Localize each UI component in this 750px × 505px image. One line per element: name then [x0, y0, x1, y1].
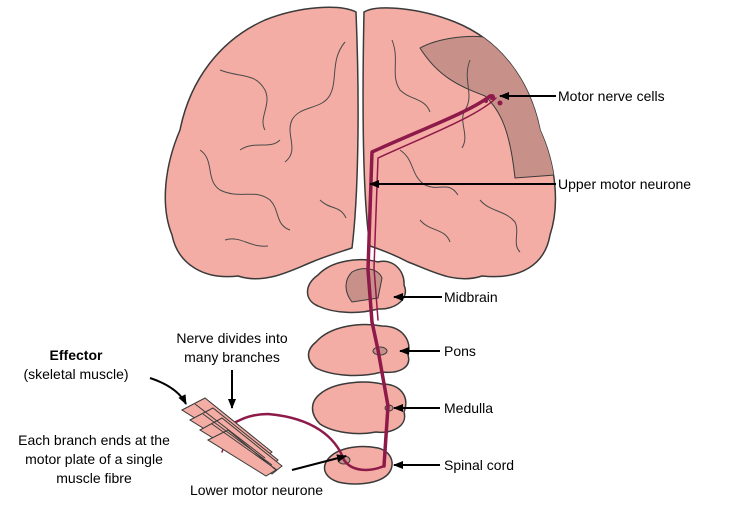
label-nerve-divides-line1: Nerve divides into [176, 330, 287, 346]
brain-left-hemisphere [164, 6, 359, 280]
upper-motor-neurone-pathway [366, 94, 497, 468]
labels: Motor nerve cells Upper motor neurone Mi… [18, 88, 691, 498]
leader-arrows [149, 92, 556, 471]
label-branch-line2: motor plate of a single [25, 451, 163, 467]
skeletal-muscle-fibres [180, 397, 283, 477]
medulla-section [311, 381, 407, 435]
spinal-cord-section [323, 445, 393, 485]
label-medulla: Medulla [444, 400, 493, 416]
arrow-effector [149, 377, 187, 405]
label-branch-line3: muscle fibre [56, 470, 132, 486]
arrow-lower-motor-neurone [291, 454, 347, 471]
label-spinal-cord: Spinal cord [444, 457, 514, 473]
pons-section [307, 323, 410, 377]
label-pons: Pons [444, 343, 476, 359]
label-effector-title: Effector [50, 347, 103, 363]
label-upper-motor-neurone: Upper motor neurone [558, 176, 691, 192]
label-midbrain: Midbrain [444, 289, 498, 305]
label-branch-line1: Each branch ends at the [18, 432, 170, 448]
label-motor-nerve-cells: Motor nerve cells [558, 88, 665, 104]
label-nerve-divides-line2: many branches [184, 349, 280, 365]
label-lower-motor-neurone: Lower motor neurone [190, 482, 323, 498]
midbrain-section [306, 259, 407, 314]
brain [164, 6, 557, 280]
motor-nerve-cell-bodies [484, 94, 503, 106]
label-effector-subtitle: (skeletal muscle) [23, 366, 128, 382]
